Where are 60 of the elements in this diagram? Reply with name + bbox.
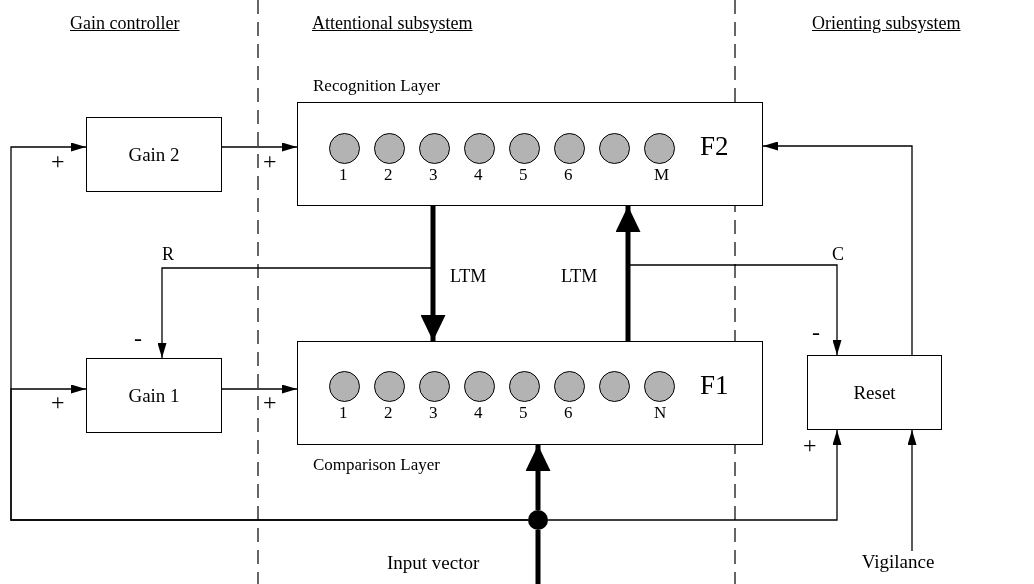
neuron-node xyxy=(554,371,585,402)
process-box: Gain 1 xyxy=(86,358,222,433)
section-heading: Orienting subsystem xyxy=(812,14,961,32)
neuron-index: 1 xyxy=(339,166,348,183)
arrow xyxy=(10,142,529,521)
neuron-index: N xyxy=(654,404,667,421)
arrow xyxy=(547,429,842,521)
neuron-node xyxy=(329,371,360,402)
input-text: Vigilance xyxy=(852,551,944,573)
neuron-node xyxy=(374,371,405,402)
neuron-index: 6 xyxy=(564,404,573,421)
neuron-node xyxy=(419,133,450,164)
neuron-node xyxy=(509,371,540,402)
process-box: Reset xyxy=(807,355,942,430)
plus-sign: + xyxy=(263,149,277,173)
arrow xyxy=(221,142,298,152)
junction-dot xyxy=(528,510,548,530)
neuron-node xyxy=(509,133,540,164)
neuron-node xyxy=(554,133,585,164)
neuron-index: 4 xyxy=(474,166,483,183)
minus-sign: - xyxy=(134,326,142,350)
neuron-node xyxy=(644,133,675,164)
neuron-index: 2 xyxy=(384,166,393,183)
thick-arrow xyxy=(420,206,446,341)
layer-heading: Recognition Layer xyxy=(313,77,440,94)
neuron-index: 5 xyxy=(519,404,528,421)
neuron-node xyxy=(419,371,450,402)
neuron-index: 6 xyxy=(564,166,573,183)
arrow xyxy=(907,429,917,552)
neuron-index: 2 xyxy=(384,404,393,421)
arrow xyxy=(627,264,842,356)
neuron-index: M xyxy=(654,166,670,183)
arrow xyxy=(762,141,913,356)
plus-sign: + xyxy=(803,433,817,457)
neuron-index: 5 xyxy=(519,166,528,183)
arrow xyxy=(221,384,298,394)
section-heading: Attentional subsystem xyxy=(312,14,473,32)
plus-sign: + xyxy=(51,390,65,414)
process-box: Gain 2 xyxy=(86,117,222,192)
input-label: Input vector xyxy=(387,553,480,572)
neuron-index: 4 xyxy=(474,404,483,421)
plus-sign: + xyxy=(263,390,277,414)
neuron-node xyxy=(329,133,360,164)
minus-sign: - xyxy=(812,320,820,344)
neuron-node xyxy=(644,371,675,402)
neuron-node xyxy=(464,371,495,402)
plus-sign: + xyxy=(51,149,65,173)
neuron-index: 3 xyxy=(429,166,438,183)
neuron-node xyxy=(464,133,495,164)
thick-arrow xyxy=(525,445,551,510)
layer-heading: Comparison Layer xyxy=(313,456,440,473)
neuron-node xyxy=(599,133,630,164)
neuron-node xyxy=(599,371,630,402)
layer-name: F1 xyxy=(700,372,729,399)
neuron-node xyxy=(374,133,405,164)
layer-name: F2 xyxy=(700,133,729,160)
thick-arrow xyxy=(615,206,641,341)
section-heading: Gain controller xyxy=(70,14,180,32)
neuron-index: 3 xyxy=(429,404,438,421)
neuron-index: 1 xyxy=(339,404,348,421)
